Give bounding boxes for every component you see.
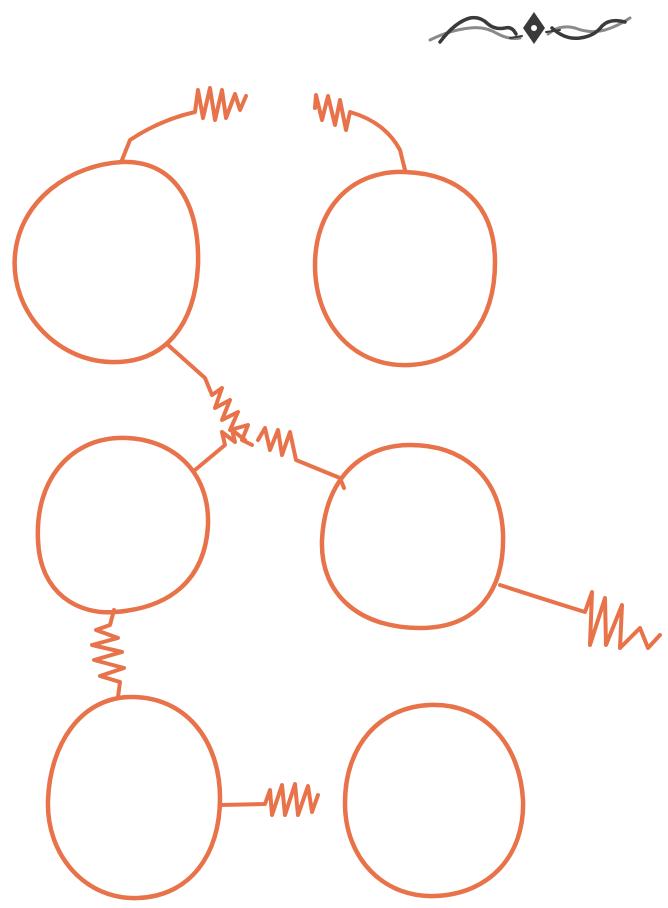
- circle-group: [15, 162, 523, 898]
- spring-junction-left: [195, 430, 245, 470]
- circle-top-right: [315, 172, 495, 365]
- spring-top-right: [315, 95, 405, 170]
- circle-bottom-right: [345, 705, 523, 896]
- circle-middle-right: [322, 445, 503, 628]
- circle-middle-left: [38, 438, 208, 612]
- decorative-flourish-icon: [430, 12, 630, 44]
- spring-top-left: [122, 88, 246, 160]
- circle-top-left: [15, 162, 198, 362]
- circle-bottom-left: [48, 697, 220, 898]
- spring-junction-right: [258, 428, 344, 488]
- spring-diagonal-center: [168, 345, 252, 445]
- spring-right-edge: [500, 585, 660, 648]
- spring-vertical-left: [92, 610, 124, 697]
- spring-bottom: [220, 784, 318, 815]
